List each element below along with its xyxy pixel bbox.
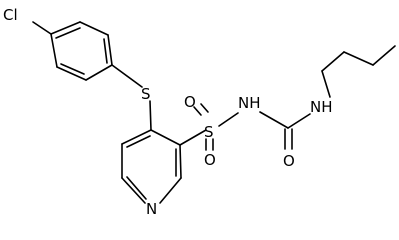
pyridine-ring	[121, 129, 182, 204]
bond-butyl	[321, 51, 345, 72]
atom-label-nh-sulfonamide: NH	[238, 94, 261, 112]
bond-nh-butyl	[321, 70, 331, 98]
double-bond-s-o-top	[193, 106, 202, 116]
bond-nh-carbonyl	[259, 111, 289, 129]
atom-label-n-pyridine: N	[146, 200, 157, 218]
atom-label-o-top: O	[184, 93, 196, 111]
aromatic-double-bond	[126, 176, 147, 200]
bond-butyl	[343, 51, 374, 66]
aromatic-double-bond	[60, 63, 85, 75]
bond	[150, 129, 181, 146]
double-bond-s-o-top	[200, 103, 209, 113]
atom-label-s-sulfonyl: S	[204, 123, 214, 141]
atom-label-o-carbonyl: O	[283, 152, 295, 170]
bond-c-cl	[32, 21, 52, 35]
bond	[79, 21, 109, 36]
bond-ring-so2	[179, 129, 207, 146]
atom-label-nh-urea: NH	[310, 98, 333, 116]
bond	[107, 34, 113, 66]
bond-carbonyl-nh	[287, 113, 311, 129]
aromatic-double-bond	[103, 38, 108, 64]
aromatic-double-bond	[126, 135, 151, 148]
bond	[50, 21, 81, 35]
structure-canvas: Cl S S O O NH NH O N	[3, 6, 396, 218]
bond	[85, 64, 113, 81]
chemical-structure-diagram: Cl S S O O NH NH O N	[3, 6, 396, 218]
bond	[121, 177, 146, 204]
bond-s-pyridine	[149, 100, 152, 131]
bond-butyl	[372, 45, 396, 66]
atom-label-o-bottom: O	[204, 151, 216, 169]
bond-ring-s	[111, 64, 143, 88]
bond	[50, 33, 58, 68]
bond-s-nh	[218, 112, 239, 127]
bond	[159, 177, 182, 204]
atom-label-s-sulfide: S	[141, 85, 151, 103]
bond	[179, 144, 182, 179]
bond	[56, 66, 87, 81]
atom-label-cl: Cl	[3, 6, 18, 24]
chlorophenyl-ring	[50, 21, 113, 81]
aromatic-double-bond	[55, 27, 81, 39]
bond	[121, 129, 152, 145]
